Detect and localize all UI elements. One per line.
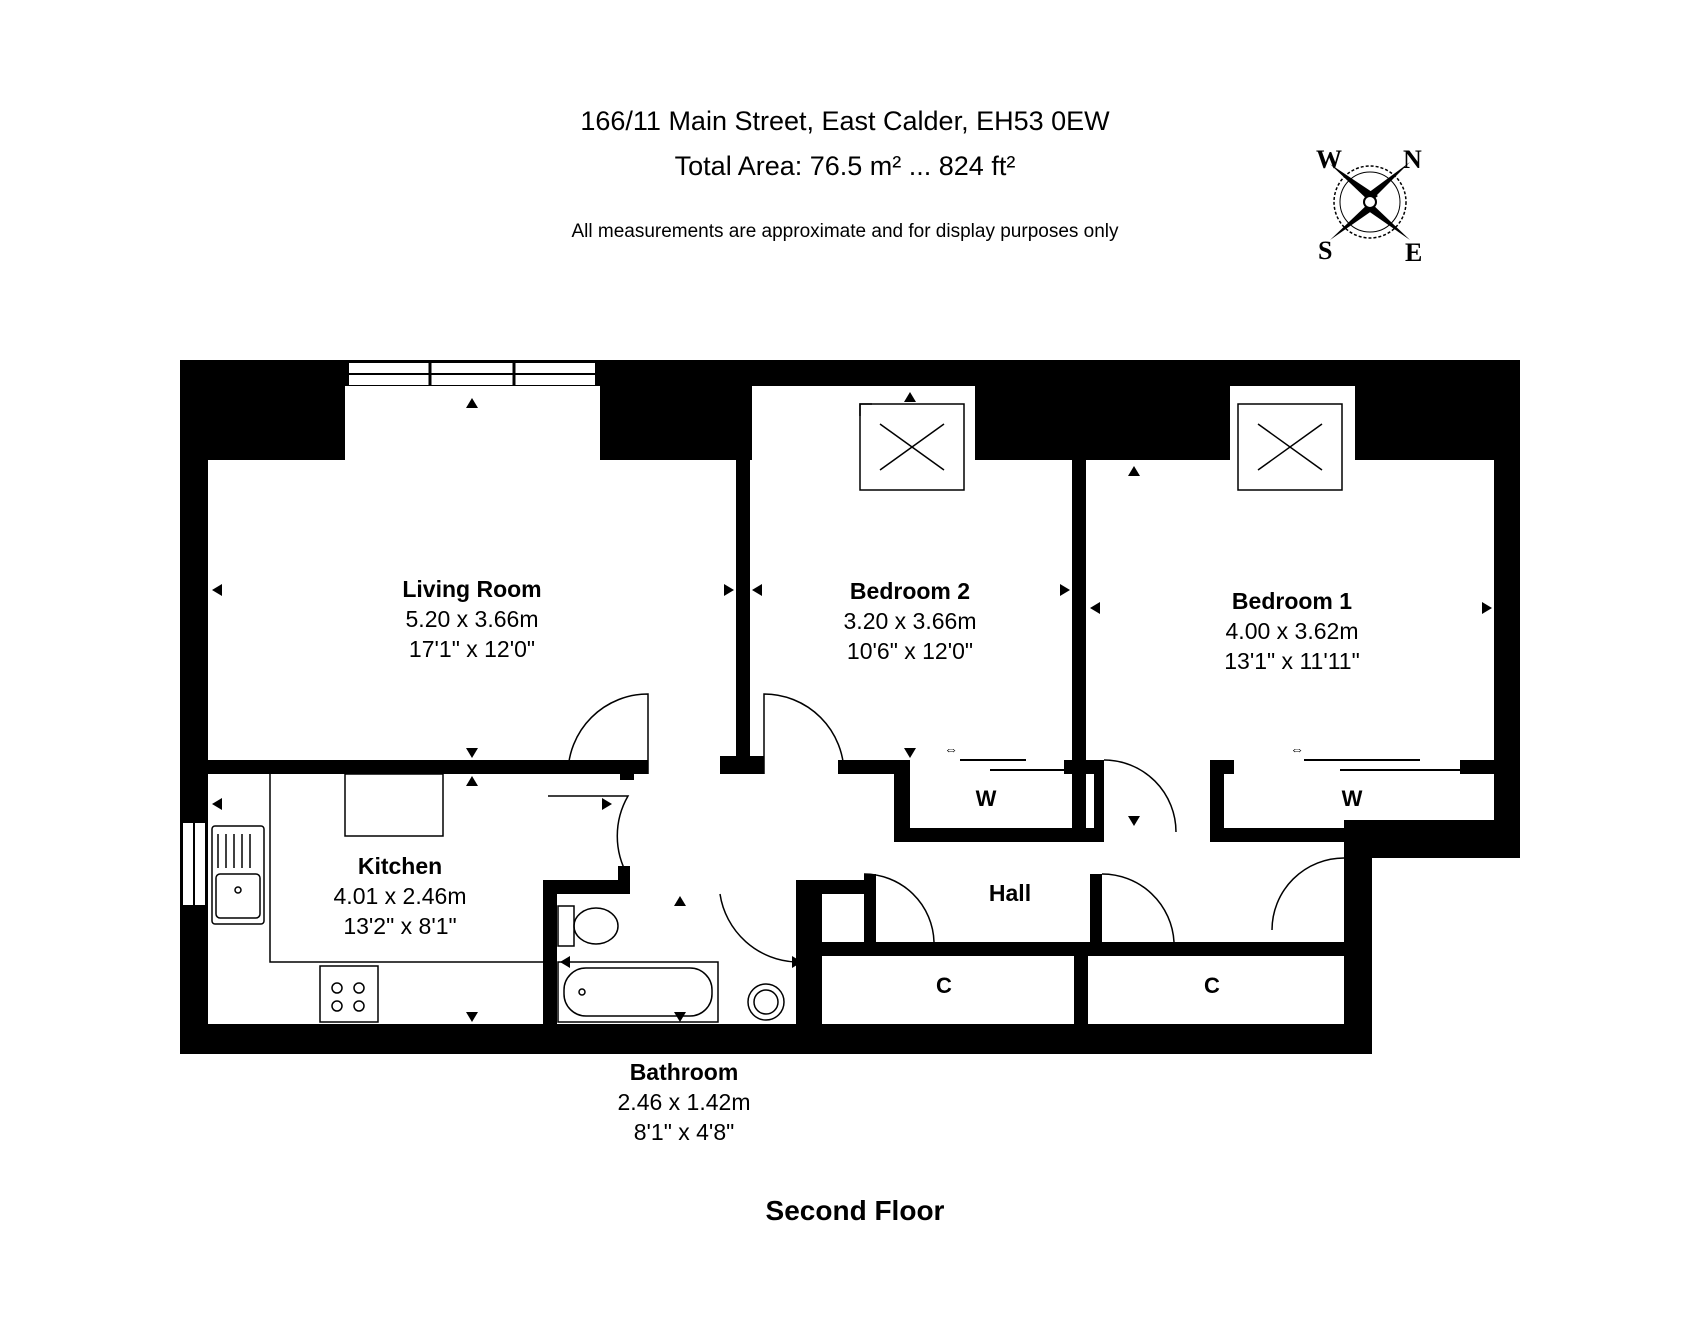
svg-text:⇔: ⇔: [1290, 741, 1304, 757]
living-room-window: [347, 361, 597, 387]
living-room-metric: 5.20 x 3.66m: [406, 606, 539, 632]
basin-icon: [747, 983, 785, 1021]
living-room-imperial: 17'1" x 12'0": [409, 636, 535, 662]
toilet-icon: [557, 905, 619, 947]
compass-east: E: [1405, 238, 1422, 267]
svg-text:⇔: ⇔: [944, 741, 958, 757]
doors: [548, 693, 1345, 963]
wardrobe-b2-label: W: [976, 786, 997, 811]
floor-name: Second Floor: [765, 1195, 945, 1226]
compass-south: S: [1318, 236, 1332, 265]
bedroom2-label: Bedroom 2 3.20 x 3.66m 10'6" x 12'0": [844, 578, 977, 664]
compass-icon: W N S E: [1316, 145, 1422, 267]
wardrobe-bedroom2: ⇔: [944, 741, 1066, 771]
bathroom-name: Bathroom: [630, 1059, 739, 1085]
compass-west: W: [1316, 145, 1342, 174]
bedroom1-imperial: 13'1" x 11'11": [1224, 648, 1360, 674]
kitchen-name: Kitchen: [358, 853, 442, 879]
skylight-icon: [859, 403, 965, 491]
cupboard-2-label: C: [1204, 973, 1220, 998]
bathroom-label: Bathroom 2.46 x 1.42m 8'1" x 4'8": [618, 1059, 751, 1145]
disclaimer-text: All measurements are approximate and for…: [571, 221, 1119, 242]
bedroom1-label: Bedroom 1 4.00 x 3.62m 13'1" x 11'11": [1224, 588, 1360, 674]
wardrobe-bedroom1: ⇔: [1290, 741, 1490, 771]
living-room-label: Living Room 5.20 x 3.66m 17'1" x 12'0": [402, 576, 541, 662]
compass-north: N: [1403, 145, 1422, 174]
bedroom2-imperial: 10'6" x 12'0": [847, 638, 973, 664]
bedroom1-name: Bedroom 1: [1232, 588, 1352, 614]
hob-icon: [319, 965, 379, 1023]
wardrobe-b1-label: W: [1342, 786, 1363, 811]
total-area: Total Area: 76.5 m² ... 824 ft²: [674, 151, 1016, 181]
kitchen-window: [181, 821, 207, 907]
skylight-icon: [1237, 403, 1343, 491]
kitchen-metric: 4.01 x 2.46m: [334, 883, 467, 909]
kitchen-imperial: 13'2" x 8'1": [343, 913, 456, 939]
sink-icon: [211, 825, 265, 925]
kitchen-counter: [269, 773, 543, 963]
address-title: 166/11 Main Street, East Calder, EH53 0E…: [580, 106, 1110, 136]
cupboard-1-label: C: [936, 973, 952, 998]
living-room-name: Living Room: [402, 576, 541, 602]
hall-name: Hall: [989, 880, 1031, 906]
bedroom1-metric: 4.00 x 3.62m: [1226, 618, 1359, 644]
measurement-markers: [212, 392, 1492, 1022]
bathroom-metric: 2.46 x 1.42m: [618, 1089, 751, 1115]
kitchen-label: Kitchen 4.01 x 2.46m 13'2" x 8'1": [334, 853, 467, 939]
bath-icon: [557, 961, 719, 1023]
bedroom2-name: Bedroom 2: [850, 578, 970, 604]
bathroom-imperial: 8'1" x 4'8": [634, 1119, 735, 1145]
bedroom2-metric: 3.20 x 3.66m: [844, 608, 977, 634]
walls: [180, 360, 1520, 1054]
